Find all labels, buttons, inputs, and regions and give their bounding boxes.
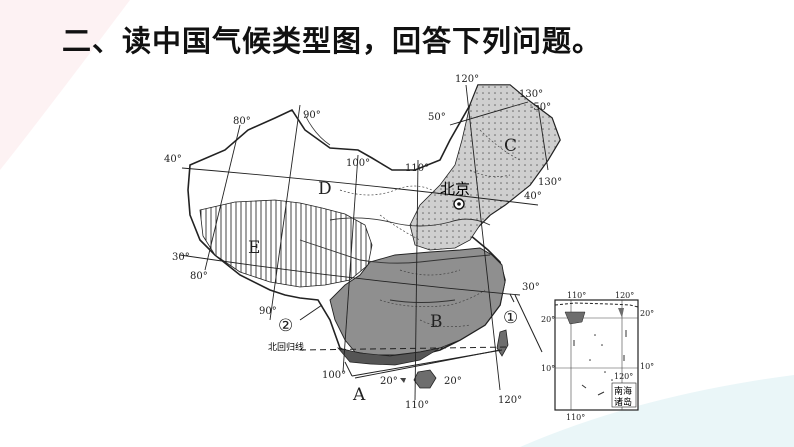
inset-lat-20-right: 20° bbox=[640, 309, 654, 318]
region-label-d: D bbox=[318, 179, 332, 199]
lon-label-110-bottom: 110° bbox=[405, 400, 429, 411]
region-label-e: E bbox=[248, 238, 260, 258]
temperate-monsoon-region bbox=[409, 84, 561, 251]
region-label-a: A bbox=[352, 385, 366, 405]
lat-label-40-east: 40° bbox=[524, 191, 542, 202]
inset-bottom-lon-120: 120° bbox=[614, 372, 633, 381]
tropic-of-cancer-line bbox=[299, 346, 511, 351]
tropical-monsoon-region bbox=[337, 347, 441, 366]
lon-label-90: 90° bbox=[303, 110, 321, 121]
lat-label-40-west: 40° bbox=[164, 154, 182, 165]
coast-detail bbox=[304, 114, 331, 146]
lat-label-30-east: 30° bbox=[522, 282, 540, 293]
inset-lon-120: 120° bbox=[615, 291, 634, 300]
lon-label-100-bottom: 100° bbox=[322, 370, 346, 381]
rivers bbox=[299, 217, 491, 303]
hainan-island bbox=[413, 369, 437, 389]
lon-label-120: 120° bbox=[455, 74, 479, 85]
inset-lat-10-right: 10° bbox=[640, 362, 654, 371]
annotation-arrows bbox=[299, 293, 543, 377]
marker-2: ② bbox=[278, 316, 293, 336]
inset-lon-110: 110° bbox=[567, 291, 586, 300]
lat-label-50: 50° bbox=[428, 112, 446, 123]
beijing-dot bbox=[457, 202, 461, 206]
lat-label-20-b: 20° bbox=[444, 376, 462, 387]
lat-label-50-east: -50° bbox=[530, 102, 551, 113]
question-title: 二、读中国气候类型图，回答下列问题。 bbox=[62, 24, 603, 58]
inset-bottom-lon-110: 110° bbox=[566, 413, 585, 422]
lat-label-20-a: 20° bbox=[380, 376, 398, 387]
lon-label-90-bottom: 90° bbox=[259, 306, 277, 317]
subtropical-monsoon-region bbox=[329, 247, 506, 356]
lon-label-100: 100° bbox=[346, 158, 370, 169]
lon-label-130: 130° bbox=[519, 89, 543, 100]
lon-label-120-bottom: 120° bbox=[498, 395, 522, 406]
region-label-c: C bbox=[504, 136, 517, 156]
region-label-b: B bbox=[430, 312, 443, 332]
lon-label-80-bottom: 80° bbox=[190, 271, 208, 282]
lon-label-80: 80° bbox=[233, 116, 251, 127]
inset-lat-20-left: 20° bbox=[541, 315, 555, 324]
lon-label-110: 110° bbox=[405, 163, 429, 174]
lat-label-30-west: 30° bbox=[172, 252, 190, 263]
inset-lat-10-left: 10° bbox=[541, 364, 555, 373]
province-boundaries bbox=[339, 129, 521, 327]
south-island-mark bbox=[400, 378, 406, 383]
marker-1: ① bbox=[503, 308, 518, 328]
inset-title-line-2: 诸岛 bbox=[614, 396, 632, 408]
city-label-beijing: 北京 bbox=[440, 180, 470, 198]
inset-title-line-1: 南海 bbox=[614, 385, 632, 397]
south-china-sea-inset: 110° 120° 20° 20° 10° 10° 110° 120° 南海 诸… bbox=[541, 291, 654, 422]
tropic-of-cancer-label: 北回归线 bbox=[268, 341, 304, 353]
graticule bbox=[179, 84, 549, 401]
taiwan-island bbox=[496, 329, 509, 357]
lon-label-130-east: 130° bbox=[538, 177, 562, 188]
